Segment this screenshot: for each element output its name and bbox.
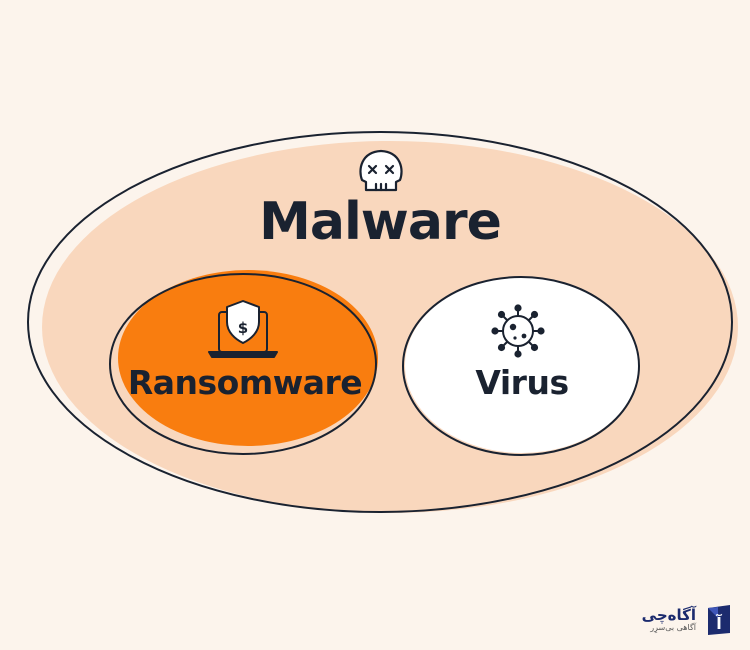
ransomware-label: Ransomware xyxy=(127,363,363,402)
watermark-tagline: آگاهی بی‌سرِر xyxy=(650,622,696,632)
svg-text:$: $ xyxy=(238,319,248,337)
svg-text:آ: آ xyxy=(715,613,722,633)
watermark-name: آگاه‌چی xyxy=(641,606,696,625)
virus-fill xyxy=(405,277,639,453)
virus-icon xyxy=(491,304,545,358)
watermark-text: آگاه‌چی آگاهی بی‌سرِر xyxy=(642,607,696,632)
watermark-badge-icon: آ xyxy=(708,605,730,635)
malware-label: Malware xyxy=(259,192,502,252)
virus-outline xyxy=(402,276,640,456)
laptop-shield-dollar-icon: $ xyxy=(208,300,278,358)
malware-outline xyxy=(27,131,733,513)
skull-icon xyxy=(359,149,403,192)
ransomware-outline xyxy=(109,273,377,455)
virus-label: Virus xyxy=(475,363,569,402)
watermark-logo: آگاه‌چی آگاهی بی‌سرِر آ xyxy=(642,604,734,636)
